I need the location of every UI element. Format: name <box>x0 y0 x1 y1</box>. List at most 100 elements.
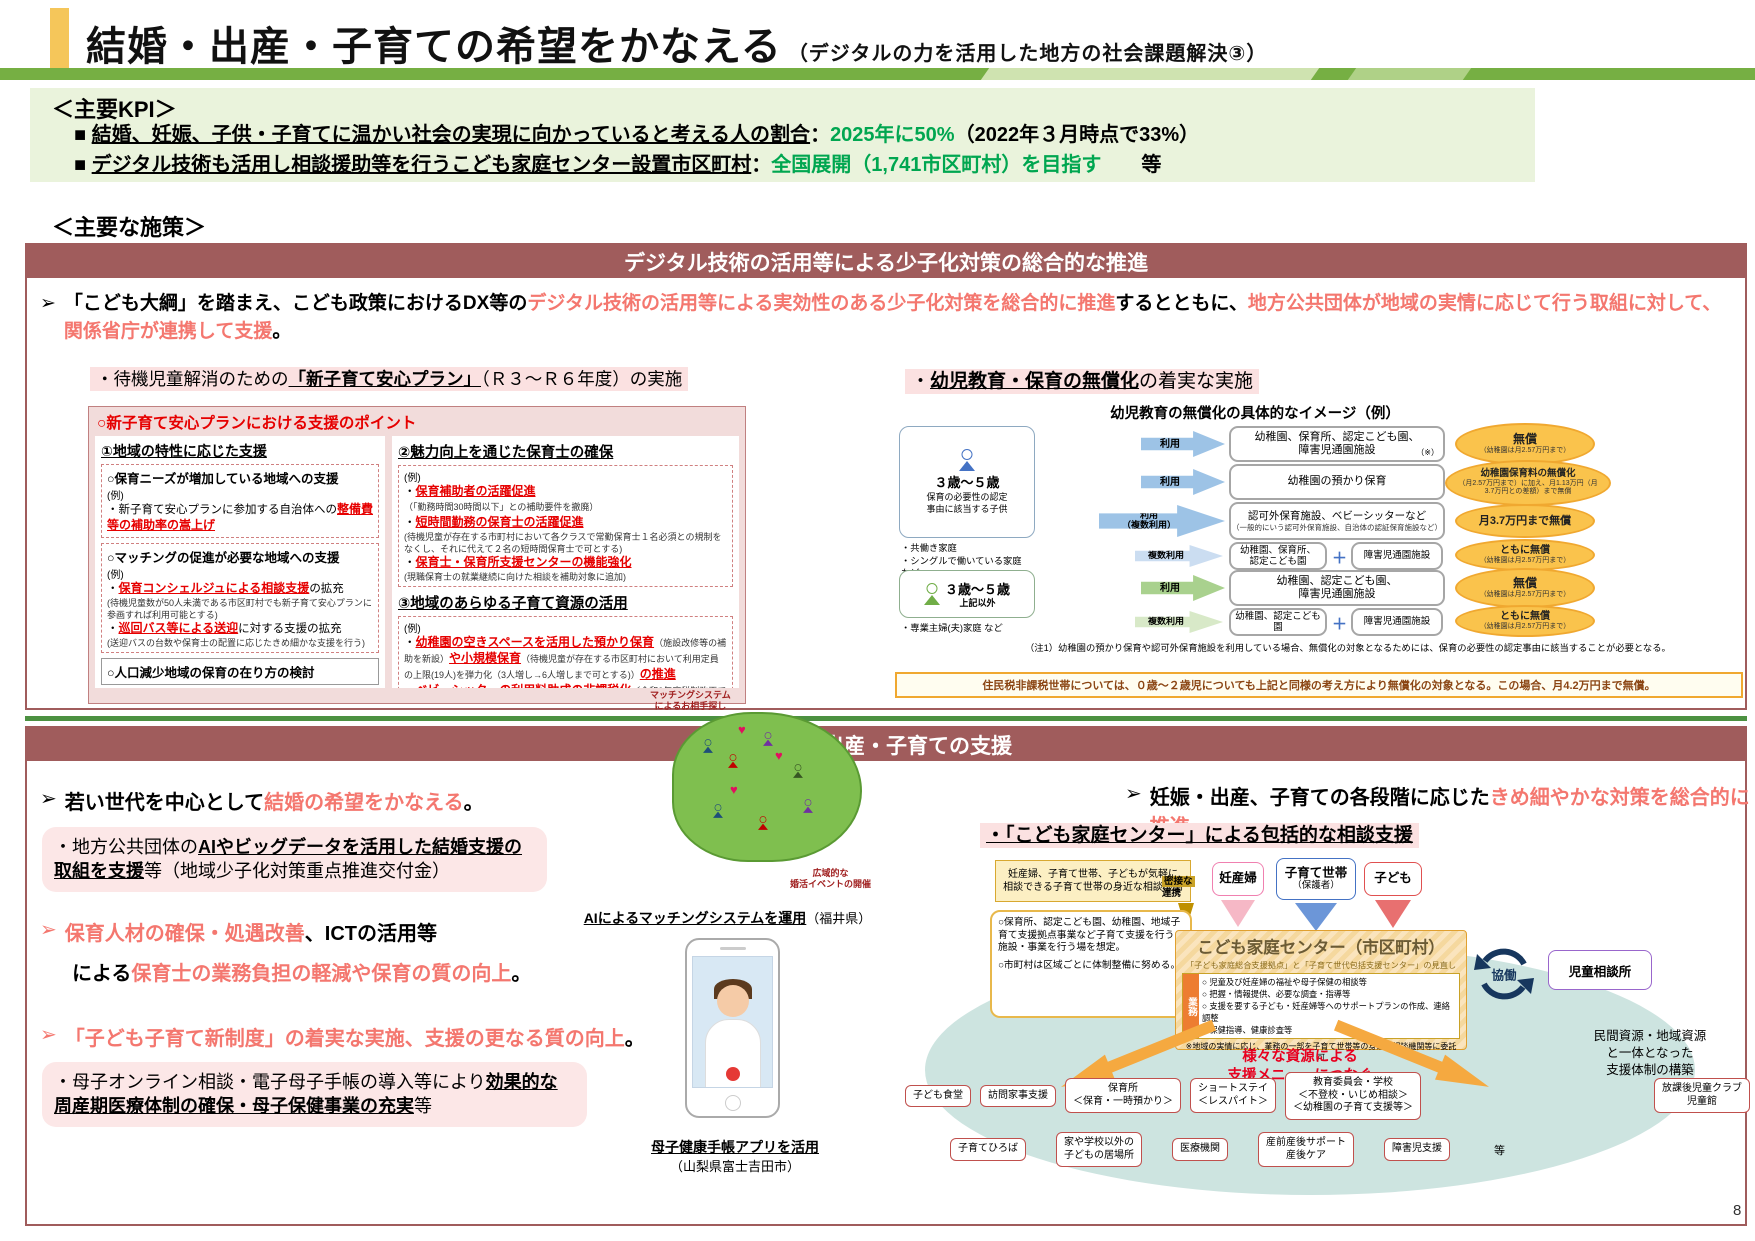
group2-age: ３歳～５歳 <box>944 581 1010 597</box>
group1-condition: 保育の必要性の認定 事由に該当する子供 <box>926 492 1008 514</box>
group1-age: ３歳～５歳 <box>934 475 1000 491</box>
free-oval: 無償（幼稚園は月2.57万円まで） <box>1455 423 1595 465</box>
b2-r1: 保育人材の確保・処遇改善 <box>64 923 305 945</box>
multi-use-arrow: 複数利用 <box>1135 545 1223 567</box>
child-consultation-center-box: 児童相談所 <box>1548 950 1652 990</box>
c3-item1-red1: 幼稚園の空きスペースを活用した預かり保育 <box>415 635 655 650</box>
intro-t2: するとともに、 <box>1115 293 1248 314</box>
oval-main: 無償 <box>1512 432 1537 447</box>
facility-note-box: ○保育所、認定こども園、幼稚園、地域子育て支援拠点事業など子育て支援を行う施設・… <box>990 910 1192 1018</box>
people-icon <box>763 732 773 746</box>
policies-heading: ＜主要な施策＞ <box>52 215 207 240</box>
kpi-item-2: ■ デジタル技術も活用し相談援助等を行うこども家庭センター設置市区町村：全国展開… <box>74 148 1161 177</box>
intro-t1: 「こども大綱」を踏まえ、こども政策におけるDX等の <box>63 293 528 314</box>
green-bar-slant-2 <box>1347 68 1472 80</box>
box1-pre: ・地方公共団体の <box>54 837 198 857</box>
person-icon <box>959 449 975 471</box>
plan-label: ・待機児童解消のための「新子育て安心プラン」（Ｒ３～Ｒ６年度）の実施 <box>90 366 689 391</box>
actor-child: 子ども <box>1364 862 1422 896</box>
kpi-bullet: ■ <box>74 154 87 176</box>
facility-box: 幼稚園、保育所、認定こども園、 障害児通園施設（※） <box>1229 426 1445 462</box>
c2-item1-red: 保育補助者の活躍促進 <box>415 484 536 498</box>
actor-sublabel: （保護者） <box>1292 879 1340 891</box>
c2-item2-red: 短時間勤務の保育士の活躍促進 <box>415 514 584 529</box>
people-icon <box>728 754 738 768</box>
support-s2-heading: ○マッチングの促進が必要な地域への支援 <box>107 550 340 565</box>
b3-t1: 。 <box>624 1028 645 1050</box>
resource-box: 子ども食堂 <box>905 1084 971 1107</box>
s1-item-red: 整備費等の補助率の嵩上げ <box>107 502 374 532</box>
c2-item3-red: 保育士・保育所支援センターの機能強化 <box>415 555 632 570</box>
musho-note: （注1）幼稚園の預かり保育や認可外保育施設を利用している場合、無償化の対象となる… <box>1025 643 1671 653</box>
c2-item3-note: (現職保育士の就業継続に向けた相談を補助対象に追加) <box>404 572 626 583</box>
facility-note-2: ○市町村は区域ごとに体制整備に努める。 <box>998 960 1181 972</box>
resource-box: 家や学校以外の 子どもの居場所 <box>1056 1132 1142 1167</box>
actor-household: 子育て世帯（保護者） <box>1276 858 1356 900</box>
kpi-item-1: ■ 結婚、妊娠、子供・子育てに温かい社会の実現に向かっていると考える人の割合：2… <box>74 118 1199 147</box>
s2-item1-red: 保育コンシェルジュによる相談支援 <box>118 580 310 595</box>
gyomu-tab: 業務 <box>1183 974 1199 1039</box>
plan-bold: 「新子育て安心プラン」 <box>288 369 482 389</box>
resource-box: 子育てひろば <box>950 1138 1026 1161</box>
resource-box: 訪問家事支援 <box>980 1084 1056 1107</box>
plan-post: （Ｒ３～Ｒ６年度）の実施 <box>481 369 683 389</box>
oval-main: ともに無償 <box>1500 611 1550 623</box>
kpi-label: 結婚、妊娠、子供・子育てに温かい社会の実現に向かっていると考える人の割合 <box>91 124 811 146</box>
kpi-colon: ： <box>751 154 772 176</box>
duties-list: ○ 児童及び妊産婦の福祉や母子保健の相談等 ○ 把握・情報提供、必要な調査・指導… <box>1202 977 1450 1036</box>
support-c3-box: (例) ・幼稚園の空きスペースを活用した預かり保育（施設改修等の補助を新設）や小… <box>398 616 733 688</box>
s2-item2-note: (送迎バスの台数や保育士の配置に応じたきめ細かな支援を行う) <box>107 638 365 649</box>
b2-r2: 保育士の業務負担の軽減や保育の質の向上 <box>131 963 512 985</box>
c3-item2-pre: ・ <box>404 685 416 688</box>
musho-post: の着実な実施 <box>1139 371 1254 392</box>
title-accent-bar <box>50 8 69 70</box>
support-points-box: ○新子育て安心プランにおける支援のポイント ①地域の特性に応じた支援 ○保育ニー… <box>88 406 746 704</box>
rei-label: (例) <box>404 473 421 484</box>
free-oval: 月3.7万円まで無償 <box>1455 504 1595 538</box>
sublabel-text: ・「こども家庭センター」による包括的な相談支援 <box>980 823 1419 848</box>
page-title: 結婚・出産・子育ての希望をかなえる（デジタルの力を活用した地方の社会課題解決③） <box>86 14 1267 72</box>
marriage-bullet: ➢ 若い世代を中心として結婚の希望をかなえる。 <box>40 786 484 815</box>
facility-box: 認可外保育施設、ベビーシッターなど（一般的にいう認可外保育施設、自治体の認証保育… <box>1229 502 1445 540</box>
intro-r2: 地方公共団体が地域の実情に応じて行う取組に対して、関係省庁が連携して支援 <box>63 293 1722 342</box>
section2-header: 結婚・出産・子育ての支援 <box>27 728 1745 761</box>
free-oval: 無償（幼稚園は月2.57万円まで） <box>1455 568 1595 608</box>
resource-box: 教育委員会・学校 ＜不登校・いじめ相談＞ ＜幼稚園の子育て支援等＞ <box>1285 1072 1421 1120</box>
arrow-label: 利用 <box>1160 438 1180 450</box>
bullet-marker: ➢ <box>40 1024 57 1046</box>
support-c2-box: (例) ・保育補助者の活躍促進（「勤務時間30時間以下」との補助要件を撤廃） ・… <box>398 465 733 588</box>
free-oval: ともに無償（幼稚園は月2.57万円まで） <box>1455 605 1595 637</box>
footnote-mark: （※） <box>1416 448 1439 458</box>
facility-text: 認可外保育施設、ベビーシッターなど <box>1247 510 1427 523</box>
use-arrow: 利用 （複数利用） <box>1099 505 1225 537</box>
section1-header: デジタル技術の活用等による少子化対策の総合的な推進 <box>27 245 1745 278</box>
resource-box: 放課後児童クラブ 児童館 <box>1654 1078 1750 1114</box>
bullet-marker: ➢ <box>40 293 56 314</box>
rei-label: (例) <box>107 491 124 502</box>
people-icon <box>758 816 768 830</box>
actor-label: 子育て世帯 <box>1284 865 1348 880</box>
resource-box: 保育所 ＜保育・一時預かり＞ <box>1065 1078 1181 1114</box>
actor-label: 子ども <box>1374 871 1412 886</box>
facility-text: 幼稚園、認定こども園 <box>1235 610 1321 633</box>
oval-sub: （幼稚園は月2.57万円まで） <box>1479 446 1571 454</box>
section1-intro-text: 「こども大綱」を踏まえ、こども政策におけるDX等のデジタル技術の活用等による実効… <box>64 290 1735 345</box>
oval-sub: （幼稚園は月2.57万円まで） <box>1479 556 1571 564</box>
kpi-heading: ＜主要KPI＞ <box>52 97 177 122</box>
musho-group2-box: ３歳～５歳 上記以外 <box>899 570 1035 618</box>
facility-box: 障害児通園施設 <box>1351 608 1443 636</box>
center-subtitle: 「子ども家庭総合支援拠点」と「子育て世代包括支援センター」の見直し <box>1185 961 1457 970</box>
duties-box: 業務 ○ 児童及び妊産婦の福祉や母子保健の相談等 ○ 把握・情報提供、必要な調査… <box>1182 973 1460 1040</box>
kpi-value: 2025年に50% <box>830 124 955 146</box>
map-label-event: 広域的な 婚活イベントの開催 <box>790 868 872 890</box>
rb-t1: 妊娠・出産、子育ての各段階に応じた <box>1149 787 1490 809</box>
c2-item1-pre: ・ <box>404 486 416 498</box>
facility-box: 幼稚園、認定こども園、 障害児通園施設 <box>1229 570 1445 606</box>
header-green-bar <box>0 68 1755 80</box>
b1-t2: 。 <box>463 792 484 814</box>
bullet-marker: ➢ <box>1125 783 1142 805</box>
s2-item2-post: に対する支援の拡充 <box>238 623 342 636</box>
oval-sub: （幼稚園は月2.57万円まで） <box>1479 622 1571 630</box>
kodomo-center-sublabel: ・「こども家庭センター」による包括的な相談支援 <box>980 820 1419 848</box>
b2-t1: 、ICTの活用等 <box>304 923 437 945</box>
